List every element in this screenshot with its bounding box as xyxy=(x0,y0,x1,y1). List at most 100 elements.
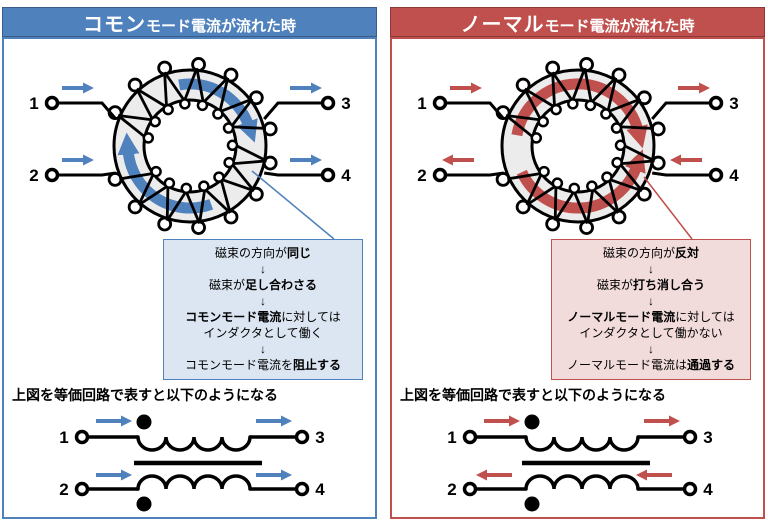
winding-turn xyxy=(619,125,655,130)
explanation-line: 磁束の方向が反対 xyxy=(602,246,700,260)
winding-turn xyxy=(183,67,199,102)
explanation-line: ↓ xyxy=(260,262,266,276)
explanation-line: ↓ xyxy=(260,294,266,308)
winding-turn xyxy=(619,159,655,166)
winding-inner-bump xyxy=(198,180,210,192)
winding-loop xyxy=(650,155,666,171)
winding-turn xyxy=(198,188,207,224)
winding-inner-bump xyxy=(586,180,598,192)
winding-turn xyxy=(230,98,254,128)
inductor-coil-top xyxy=(136,435,252,452)
terminal-circle xyxy=(682,481,698,497)
panel-header: コモンモード電流が流れた時 xyxy=(2,7,377,37)
explanation-line: ↓ xyxy=(648,294,654,308)
winding-inner-bump xyxy=(196,99,209,112)
terminal-circle xyxy=(44,95,60,111)
equivalent-circuit-caption: 上図を等価回路で表すと以下のようになる xyxy=(12,387,278,403)
terminal-circle xyxy=(44,167,60,183)
winding-loop xyxy=(636,90,652,106)
winding-inner-bump xyxy=(568,182,581,195)
winding-inner-bump xyxy=(538,165,550,178)
terminal-label: 2 xyxy=(59,480,68,499)
winding-inner-bump xyxy=(600,108,612,120)
winding-inner-bump xyxy=(226,139,239,152)
panel-title: コモンモード電流が流れた時 xyxy=(83,8,296,37)
terminal-label: 1 xyxy=(417,94,426,113)
winding-loop xyxy=(157,216,173,232)
terminal-label: 4 xyxy=(341,166,351,185)
winding-turn xyxy=(135,88,154,121)
winding-turn xyxy=(202,76,229,104)
winding-loop xyxy=(545,216,561,232)
terminal-label: 2 xyxy=(447,480,456,499)
winding-loop xyxy=(191,220,206,235)
terminal-wire xyxy=(263,171,322,177)
polarity-dot-bottom xyxy=(136,496,152,512)
flux-arrow-2 xyxy=(117,132,214,214)
winding-loop xyxy=(579,220,594,235)
winding-turn xyxy=(231,159,267,166)
winding-inner-bump xyxy=(213,171,225,183)
winding-inner-bump xyxy=(150,165,162,178)
winding-turn xyxy=(554,190,576,222)
winding-loop xyxy=(191,57,206,72)
explanation-box: 磁束の方向が反対↓磁束が打ち消し合う↓ノーマルモード電流に対してはインダクタとし… xyxy=(551,239,751,380)
winding-turn xyxy=(117,114,147,139)
winding-turn xyxy=(590,76,617,104)
winding-turn xyxy=(572,190,589,224)
winding-loop xyxy=(650,121,666,137)
terminal-circle xyxy=(74,429,90,445)
terminal-wire xyxy=(58,101,117,120)
explanation-line: インダクタとして働かない xyxy=(579,326,723,340)
winding-loop xyxy=(515,199,531,215)
inductor-coil-bottom xyxy=(524,474,640,491)
winding-loop xyxy=(127,77,143,93)
winding-loop xyxy=(262,121,278,137)
explanation-line: 磁束が打ち消し合う xyxy=(596,278,706,292)
panel-title-run: モード電流が流れた時 xyxy=(145,17,296,35)
explanation-line: ↓ xyxy=(648,262,654,276)
winding-turn xyxy=(524,87,556,109)
winding-turn xyxy=(136,87,168,109)
winding-turn xyxy=(523,88,542,121)
polarity-dot-top xyxy=(136,414,152,430)
terminal-circle xyxy=(708,95,724,111)
terminal-circle xyxy=(462,481,478,497)
winding-turn xyxy=(506,114,541,122)
winding-loop xyxy=(262,155,278,171)
winding-turn xyxy=(622,143,656,163)
winding-inner-bump xyxy=(550,103,562,116)
winding-turn xyxy=(607,97,641,113)
winding-turn xyxy=(553,185,558,221)
winding-inner-bump xyxy=(530,132,543,144)
explanation-line: ↓ xyxy=(648,342,654,356)
terminal-circle xyxy=(320,167,336,183)
winding-turn xyxy=(137,172,155,206)
panel-title-run: ノーマル xyxy=(460,13,545,36)
winding-turn xyxy=(526,184,557,207)
winding-loop xyxy=(545,60,561,76)
winding-turn xyxy=(618,98,642,128)
terminal-circle xyxy=(294,429,310,445)
terminal-label: 4 xyxy=(703,480,713,499)
terminal-label: 2 xyxy=(29,166,38,185)
winding-turn xyxy=(219,178,232,214)
winding-loop xyxy=(515,77,531,93)
terminal-wire xyxy=(446,101,505,120)
polarity-dot-bottom xyxy=(524,496,540,512)
winding-turn xyxy=(551,71,574,102)
winding-turn xyxy=(230,162,255,192)
winding-turn xyxy=(219,97,253,113)
winding-inner-bump xyxy=(551,177,564,189)
winding-turn xyxy=(607,178,620,214)
winding-turn xyxy=(608,177,643,193)
terminal-wire xyxy=(446,171,505,177)
winding-turn xyxy=(218,77,230,112)
winding-inner-bump xyxy=(610,122,623,134)
winding-turn xyxy=(220,177,255,193)
